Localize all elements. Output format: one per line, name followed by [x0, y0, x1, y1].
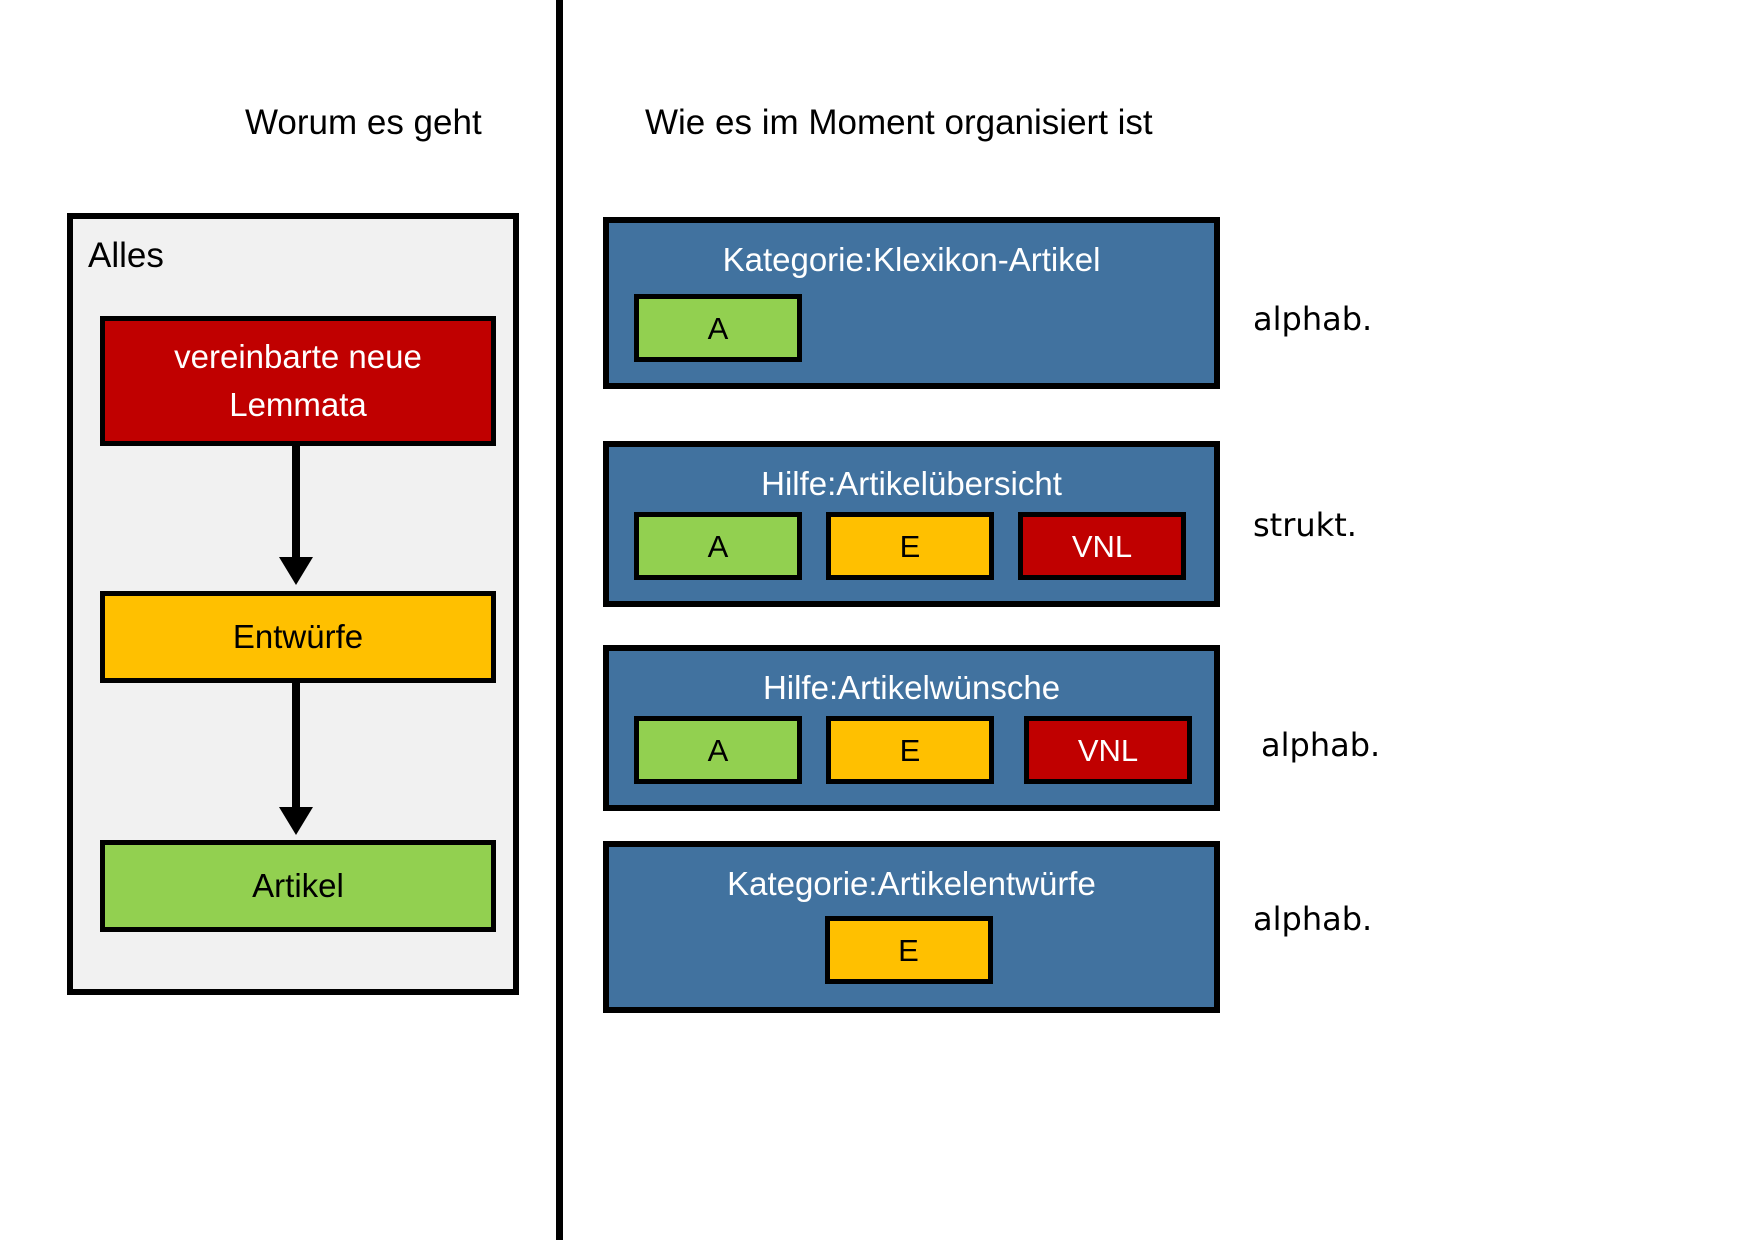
- arrow-lemmata-to-entwuerfe-shaft: [292, 446, 300, 559]
- panel-kategorie-artikelentwuerfe: Kategorie:Artikelentwürfe E: [603, 841, 1220, 1013]
- panel-title: Hilfe:Artikelwünsche: [762, 669, 1061, 706]
- arrow-lemmata-to-entwuerfe-head: [279, 557, 313, 585]
- panel-hilfe-artikeluebersicht: Hilfe:Artikelübersicht A E VNL: [603, 441, 1220, 607]
- chip-vnl: VNL: [1018, 512, 1186, 580]
- alles-container-label: Alles: [88, 236, 164, 275]
- arrow-entwuerfe-to-artikel-head: [279, 807, 313, 835]
- panel-chip-row: A E VNL: [609, 512, 1214, 580]
- sort-label-panel-3: alphab.: [1261, 726, 1381, 764]
- chip-vnl: VNL: [1024, 716, 1192, 784]
- panel-hilfe-artikelwuensche: Hilfe:Artikelwünsche A E VNL: [603, 645, 1220, 811]
- left-column-heading: Worum es geht: [245, 103, 482, 142]
- alles-container: Alles vereinbarte neue Lemmata Entwürfe …: [67, 213, 519, 995]
- panel-chip-row: E: [609, 916, 1214, 984]
- flow-node-artikel: Artikel: [100, 840, 496, 932]
- panel-kategorie-klexikon-artikel: Kategorie:Klexikon-Artikel A: [603, 217, 1220, 389]
- arrow-entwuerfe-to-artikel-shaft: [292, 683, 300, 809]
- right-column-heading: Wie es im Moment organisiert ist: [645, 103, 1153, 142]
- sort-label-panel-2: strukt.: [1253, 506, 1357, 544]
- sort-label-panel-4: alphab.: [1253, 900, 1373, 938]
- panel-chip-row: A: [609, 294, 1214, 362]
- flow-node-entwuerfe: Entwürfe: [100, 591, 496, 683]
- column-divider: [556, 0, 563, 1240]
- flow-node-entwuerfe-label: Entwürfe: [232, 618, 364, 656]
- chip-e: E: [826, 512, 994, 580]
- chip-a: A: [634, 294, 802, 362]
- flow-node-artikel-label: Artikel: [252, 867, 344, 905]
- sort-label-panel-1: alphab.: [1253, 300, 1373, 338]
- panel-title: Hilfe:Artikelübersicht: [761, 465, 1062, 502]
- panel-title: Kategorie:Artikelentwürfe: [727, 865, 1096, 902]
- flow-node-lemmata-line1: vereinbarte neue: [174, 338, 422, 376]
- chip-e: E: [826, 716, 994, 784]
- chip-e: E: [824, 916, 993, 984]
- panel-title: Kategorie:Klexikon-Artikel: [722, 241, 1101, 278]
- chip-a: A: [634, 716, 802, 784]
- chip-a: A: [634, 512, 802, 580]
- flow-node-lemmata-line2: Lemmata: [229, 386, 367, 423]
- panel-chip-row: A E VNL: [609, 716, 1214, 784]
- flow-node-lemmata: vereinbarte neue Lemmata: [100, 316, 496, 446]
